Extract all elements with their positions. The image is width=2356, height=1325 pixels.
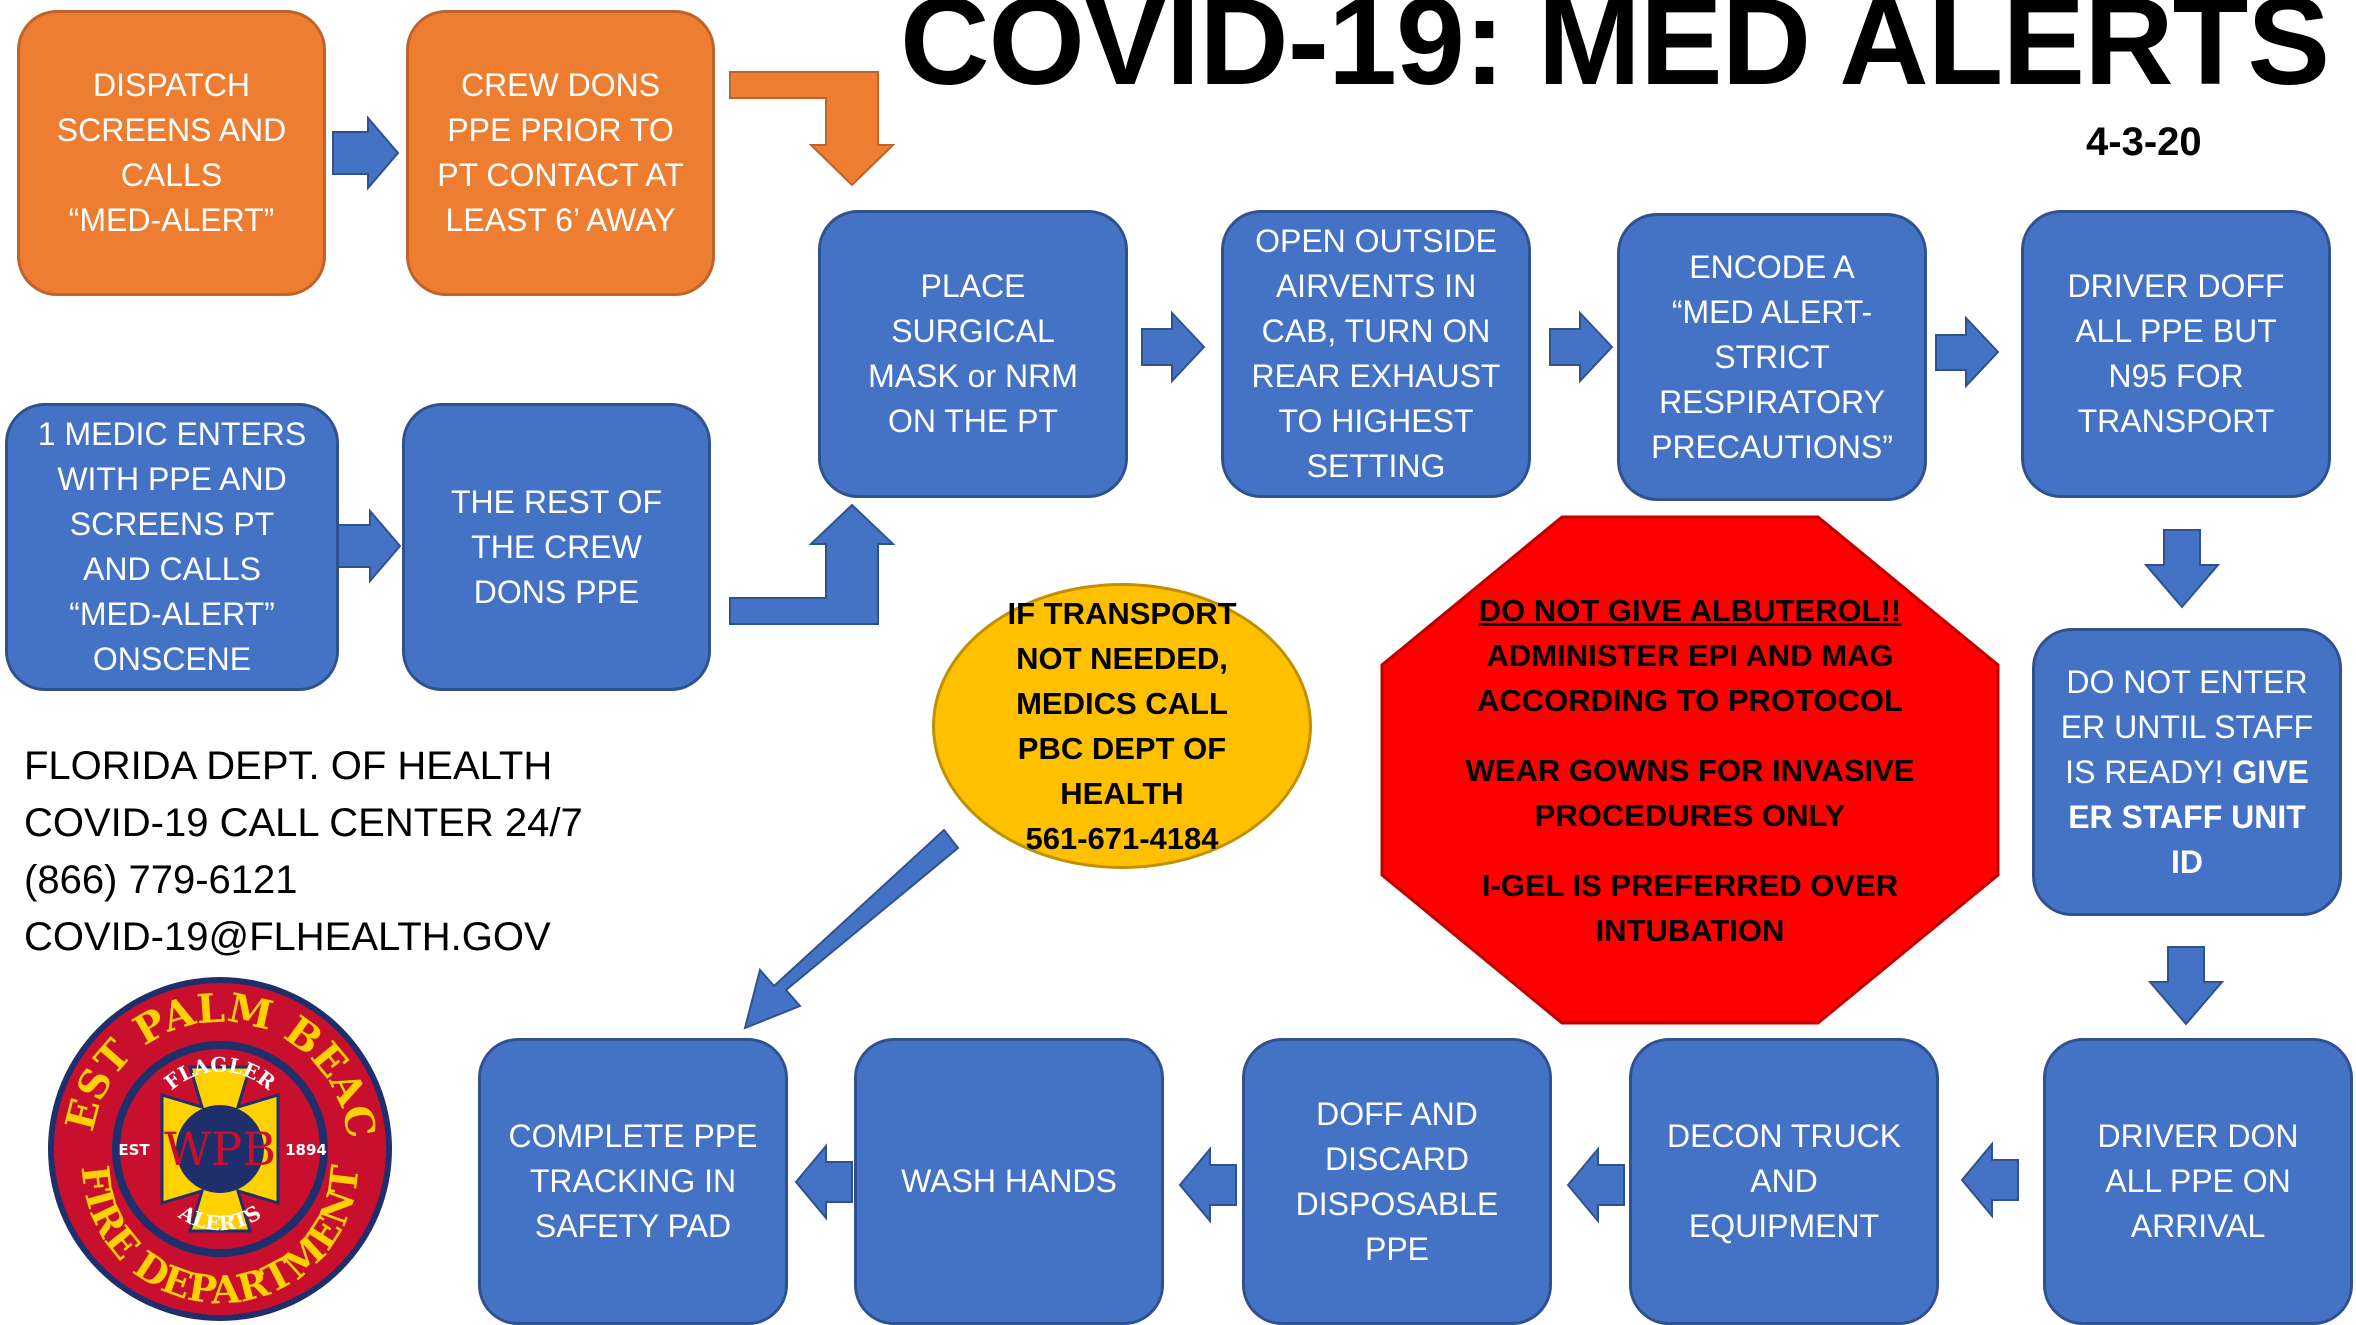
box-doff-discard: DOFF AND DISCARD DISPOSABLE PPE	[1242, 1038, 1552, 1325]
box-medic-enters: 1 MEDIC ENTERS WITH PPE AND SCREENS PT A…	[5, 403, 339, 691]
stop-sign-octagon	[1380, 515, 2000, 1025]
box-dispatch-text: DISPATCH SCREENS AND CALLS “MED-ALERT”	[56, 67, 287, 238]
stop-sign-line-epi: ADMINISTER EPI AND MAG ACCORDING TO PROT…	[1477, 638, 1903, 718]
arrow-vents-to-encode	[1549, 310, 1614, 384]
box-do-not-enter-plain: DO NOT ENTER ER UNTIL STAFF IS READY!	[2060, 663, 2314, 790]
fire-department-logo: WEST PALM BEACH FIRE DEPARTMENT WPB FLAG…	[42, 975, 392, 1321]
box-crew-dons-ppe: CREW DONS PPE PRIOR TO PT CONTACT AT LEA…	[406, 10, 715, 296]
arrow-dispatch-to-crew	[332, 115, 400, 191]
stop-sign-line-albuterol: DO NOT GIVE ALBUTEROL!!	[1478, 593, 1902, 628]
logo-est: EST	[118, 1141, 150, 1159]
box-crew-dons-text: CREW DONS PPE PRIOR TO PT CONTACT AT LEA…	[437, 67, 684, 238]
box-doff-discard-text: DOFF AND DISCARD DISPOSABLE PPE	[1295, 1095, 1499, 1267]
page-title: COVID-19: MED ALERTS	[900, 0, 2330, 111]
box-do-not-enter-er: DO NOT ENTER ER UNTIL STAFF IS READY! GI…	[2032, 628, 2342, 916]
arrow-wash-to-complete	[794, 1143, 853, 1221]
box-rest-of-crew-text: THE REST OF THE CREW DONS PPE	[451, 483, 662, 610]
contact-line-dept: FLORIDA DEPT. OF HEALTH	[24, 744, 553, 788]
contact-line-email: COVID-19@FLHEALTH.GOV	[24, 915, 551, 959]
box-driver-don-text: DRIVER DON ALL PPE ON ARRIVAL	[2097, 1118, 2299, 1244]
logo-monogram: WPB	[164, 1122, 276, 1176]
arrow-er-down	[2147, 946, 2225, 1026]
stop-sign-line-gowns: WEAR GOWNS FOR INVASIVE PROCEDURES ONLY	[1465, 753, 1915, 833]
box-driver-doff: DRIVER DOFF ALL PPE BUT N95 FOR TRANSPOR…	[2021, 210, 2331, 498]
arrow-decon-to-doff	[1566, 1146, 1625, 1224]
box-rest-of-crew: THE REST OF THE CREW DONS PPE	[402, 403, 711, 691]
transport-note-circle: IF TRANSPORT NOT NEEDED, MEDICS CALL PBC…	[932, 583, 1312, 869]
box-open-airvents: OPEN OUTSIDE AIRVENTS IN CAB, TURN ON RE…	[1221, 210, 1531, 498]
contact-info: FLORIDA DEPT. OF HEALTH COVID-19 CALL CE…	[24, 738, 644, 966]
box-encode-alert-text: ENCODE A “MED ALERT- STRICT RESPIRATORY …	[1651, 248, 1893, 465]
box-wash-hands: WASH HANDS	[854, 1038, 1164, 1325]
box-place-mask: PLACE SURGICAL MASK or NRM ON THE PT	[818, 210, 1128, 498]
arrow-don-to-decon	[1960, 1141, 2019, 1219]
transport-note-text: IF TRANSPORT NOT NEEDED, MEDICS CALL PBC…	[1007, 596, 1237, 856]
box-complete-ppe: COMPLETE PPE TRACKING IN SAFETY PAD	[478, 1038, 788, 1325]
box-wash-hands-text: WASH HANDS	[901, 1163, 1117, 1199]
box-decon-truck: DECON TRUCK AND EQUIPMENT	[1629, 1038, 1939, 1325]
contact-line-callcenter: COVID-19 CALL CENTER 24/7	[24, 801, 583, 845]
box-driver-don: DRIVER DON ALL PPE ON ARRIVAL	[2043, 1038, 2353, 1325]
box-complete-ppe-text: COMPLETE PPE TRACKING IN SAFETY PAD	[508, 1118, 758, 1244]
arrow-crew-to-mask	[729, 71, 896, 187]
box-encode-alert: ENCODE A “MED ALERT- STRICT RESPIRATORY …	[1617, 213, 1927, 501]
arrow-medic-to-rest	[337, 508, 402, 584]
logo-year: 1894	[285, 1141, 327, 1159]
box-place-mask-text: PLACE SURGICAL MASK or NRM ON THE PT	[868, 268, 1078, 439]
arrow-note-to-complete	[743, 828, 960, 1030]
arrow-doff-to-wash	[1178, 1146, 1237, 1224]
box-driver-doff-text: DRIVER DOFF ALL PPE BUT N95 FOR TRANSPOR…	[2067, 268, 2285, 439]
date-label: 4-3-20	[2086, 120, 2202, 164]
arrow-mask-to-vents	[1141, 310, 1206, 384]
box-medic-enters-text: 1 MEDIC ENTERS WITH PPE AND SCREENS PT A…	[37, 416, 307, 677]
arrow-rest-to-mask	[729, 503, 896, 625]
arrow-encode-to-driver	[1935, 315, 2000, 389]
box-do-not-enter-text: DO NOT ENTER ER UNTIL STAFF IS READY! GI…	[2061, 660, 2313, 885]
box-decon-truck-text: DECON TRUCK AND EQUIPMENT	[1666, 1118, 1902, 1244]
contact-line-phone: (866) 779-6121	[24, 858, 298, 902]
box-do-not-enter-bold: GIVE ER STAFF UNIT ID	[2068, 753, 2309, 880]
stop-sign-line-igel: I-GEL IS PREFERRED OVER INTUBATION	[1481, 868, 1899, 948]
box-open-airvents-text: OPEN OUTSIDE AIRVENTS IN CAB, TURN ON RE…	[1251, 223, 1501, 484]
box-dispatch-screens: DISPATCH SCREENS AND CALLS “MED-ALERT”	[17, 10, 326, 296]
stop-sign-text: DO NOT GIVE ALBUTEROL!! ADMINISTER EPI A…	[1400, 588, 1980, 953]
arrow-driver-doff-down	[2143, 529, 2221, 609]
